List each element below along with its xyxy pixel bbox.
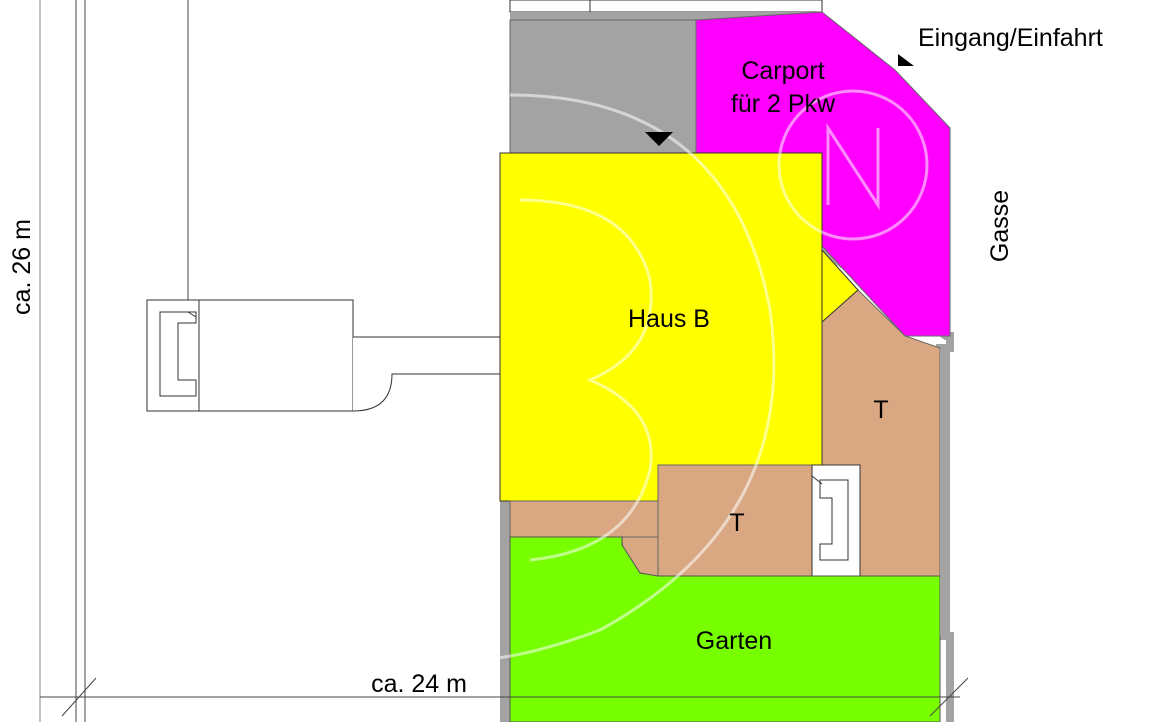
right-boundary (940, 348, 950, 722)
carport-label-line2: für 2 Pkw (731, 90, 836, 118)
terrace-right-label: T (873, 396, 888, 424)
terrace-lower-label: T (729, 509, 744, 537)
carport-marker-icon (645, 132, 673, 146)
house-label: Haus B (628, 305, 710, 333)
dimension-lines (40, 677, 969, 717)
house-area (499, 152, 859, 502)
entrance-label: Eingang/Einfahrt (918, 24, 1103, 52)
carport-label-line1: Carport (741, 57, 824, 85)
entrance-marker-icon (898, 54, 914, 66)
terrace-lower (509, 464, 813, 577)
top-structure (509, 0, 823, 13)
lane-label: Gasse (986, 190, 1014, 262)
width-dimension-label: ca. 24 m (371, 670, 467, 698)
garden-area (509, 536, 941, 722)
neighbour-building-outline (146, 299, 501, 412)
terrace-stair (811, 464, 861, 577)
left-boundary-lines (39, 0, 189, 722)
height-dimension-label: ca. 26 m (8, 219, 36, 315)
garden-label: Garten (696, 627, 772, 655)
